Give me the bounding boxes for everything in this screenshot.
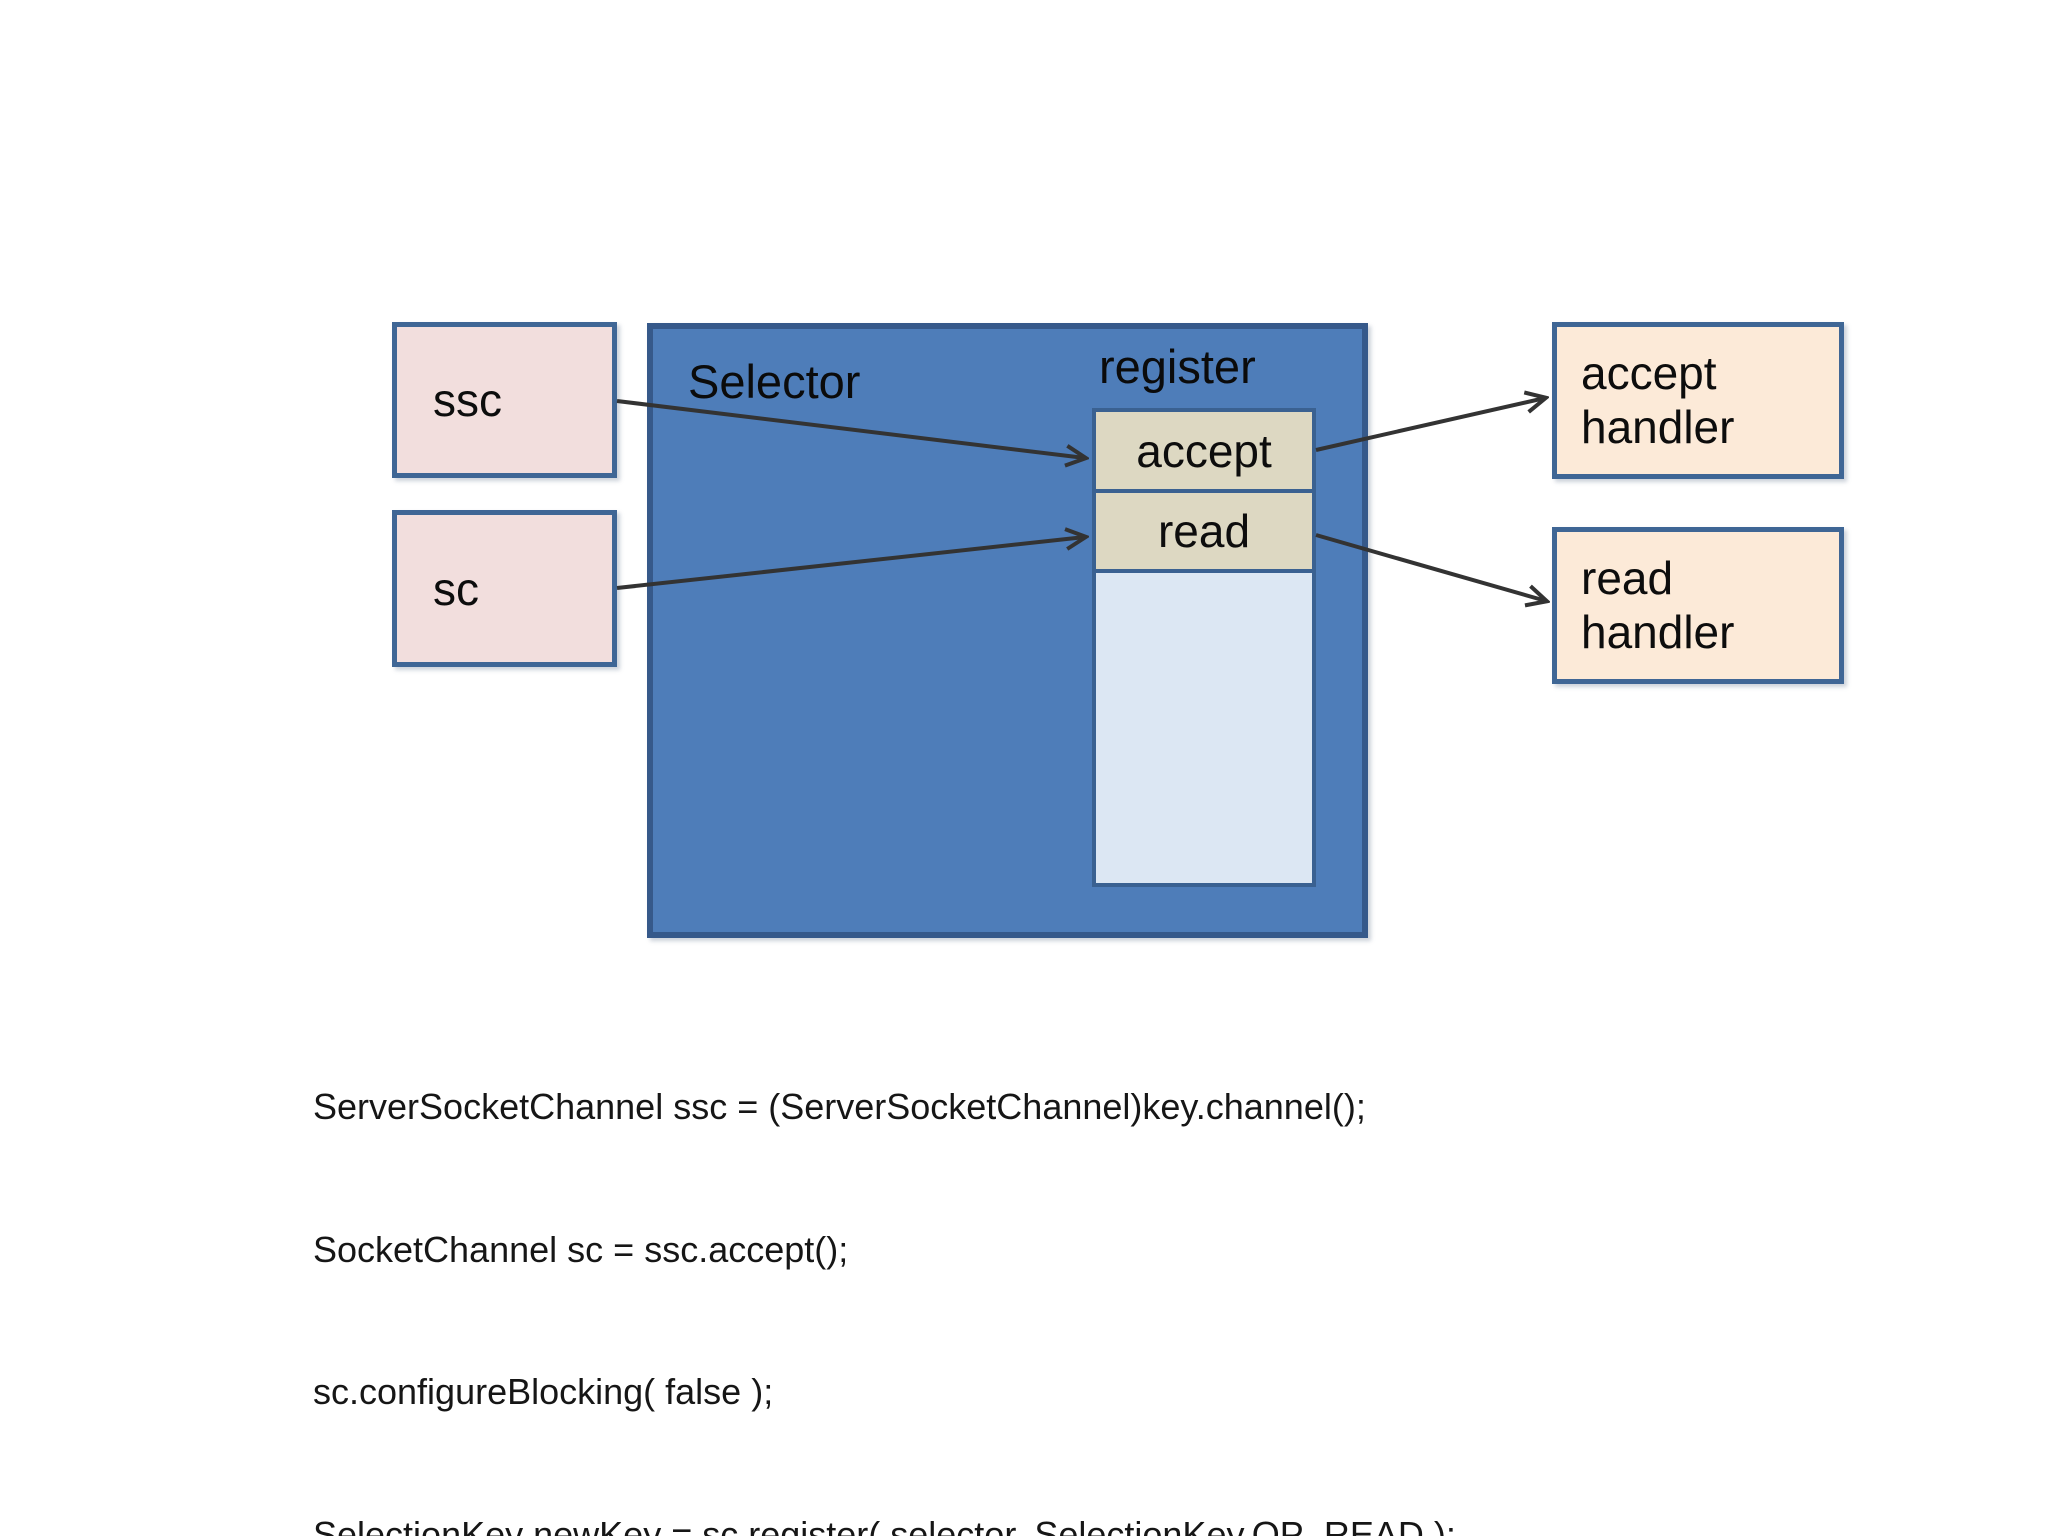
accept-handler-box: accept handler: [1552, 322, 1844, 479]
register-label: register: [1099, 340, 1256, 393]
code-line-3: sc.configureBlocking( false );: [313, 1371, 774, 1412]
code-line-1: ServerSocketChannel ssc = (ServerSocketC…: [313, 1086, 1366, 1127]
register-row-accept: accept: [1096, 412, 1312, 493]
code-line-4: SelectionKey newKey = sc.register( selec…: [313, 1513, 1456, 1536]
code-line-2: SocketChannel sc = ssc.accept();: [313, 1228, 849, 1270]
accept-op-label: accept: [1136, 424, 1272, 477]
ssc-label: ssc: [433, 374, 502, 426]
code-block: ServerSocketChannel ssc = (ServerSocketC…: [313, 988, 1456, 1536]
read-handler-label: read handler: [1581, 552, 1735, 658]
accept-handler-label: accept handler: [1581, 347, 1735, 453]
register-key-list: accept read: [1092, 408, 1316, 887]
sc-box: sc: [392, 510, 617, 667]
ssc-box: ssc: [392, 322, 617, 478]
sc-label: sc: [433, 562, 479, 615]
selector-label: Selector: [688, 355, 861, 408]
register-row-read: read: [1096, 493, 1312, 573]
register-empty-area: [1096, 573, 1312, 883]
read-handler-box: read handler: [1552, 527, 1844, 684]
read-op-label: read: [1157, 505, 1251, 557]
